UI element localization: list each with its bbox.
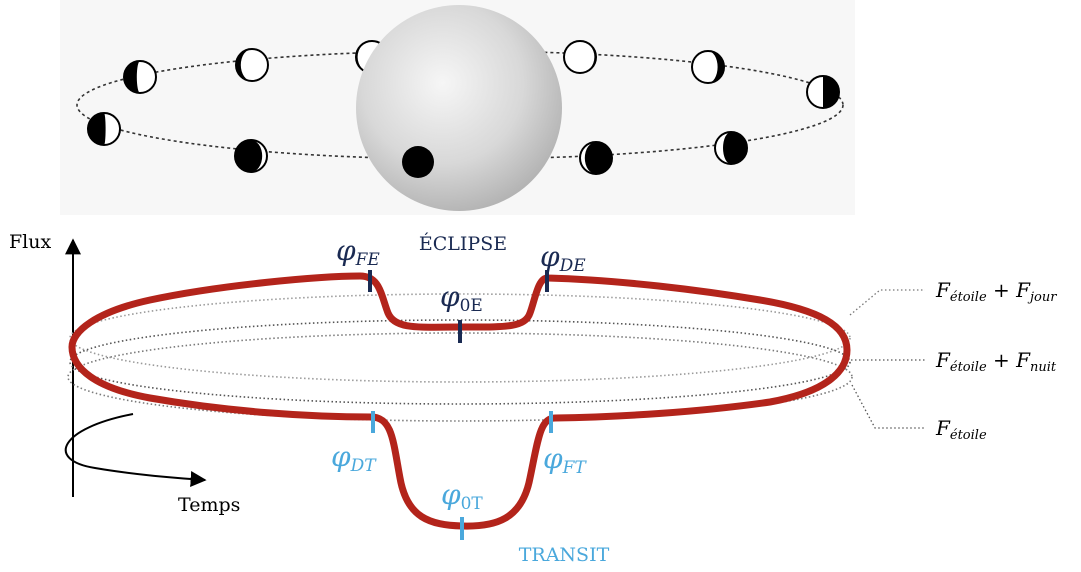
planet-phase <box>235 48 269 82</box>
leader-star-day <box>849 289 925 316</box>
phase-label-0e: φ0E <box>440 280 483 316</box>
label-star: Fétoile <box>935 416 987 443</box>
phase-label-0t: φ0T <box>441 478 483 514</box>
transit-title: TRANSIT <box>519 544 610 566</box>
planet-phase <box>123 60 157 94</box>
phase-label-dt: φDT <box>331 440 377 476</box>
time-arrow <box>64 413 207 488</box>
flux-axis-label: Flux <box>9 231 51 253</box>
label-star-plus-day: Fétoile + Fjour <box>935 278 1057 305</box>
phase-label-de: φDE <box>540 240 586 276</box>
planet-phase <box>806 75 840 109</box>
planet-transiting <box>402 146 434 178</box>
orbit-path <box>76 50 844 160</box>
time-axis-label: Temps <box>178 494 240 516</box>
phase-label-ft: φFT <box>543 442 587 478</box>
planet-phase <box>87 112 121 146</box>
phase-label-fe: φFE <box>336 234 380 270</box>
planet-phase <box>234 139 268 173</box>
planet-phase <box>579 141 613 175</box>
planet-phase <box>563 40 597 74</box>
planet-phase <box>714 131 748 165</box>
label-star-plus-night: Fétoile + Fnuit <box>935 348 1057 375</box>
level-star-ellipse <box>67 332 853 422</box>
planet-phase <box>691 50 725 84</box>
leader-star <box>851 384 925 429</box>
star <box>356 5 562 211</box>
level-star-day-ellipse <box>69 293 851 383</box>
eclipse-title: ÉCLIPSE <box>419 232 507 255</box>
level-star-night-ellipse <box>69 319 851 405</box>
